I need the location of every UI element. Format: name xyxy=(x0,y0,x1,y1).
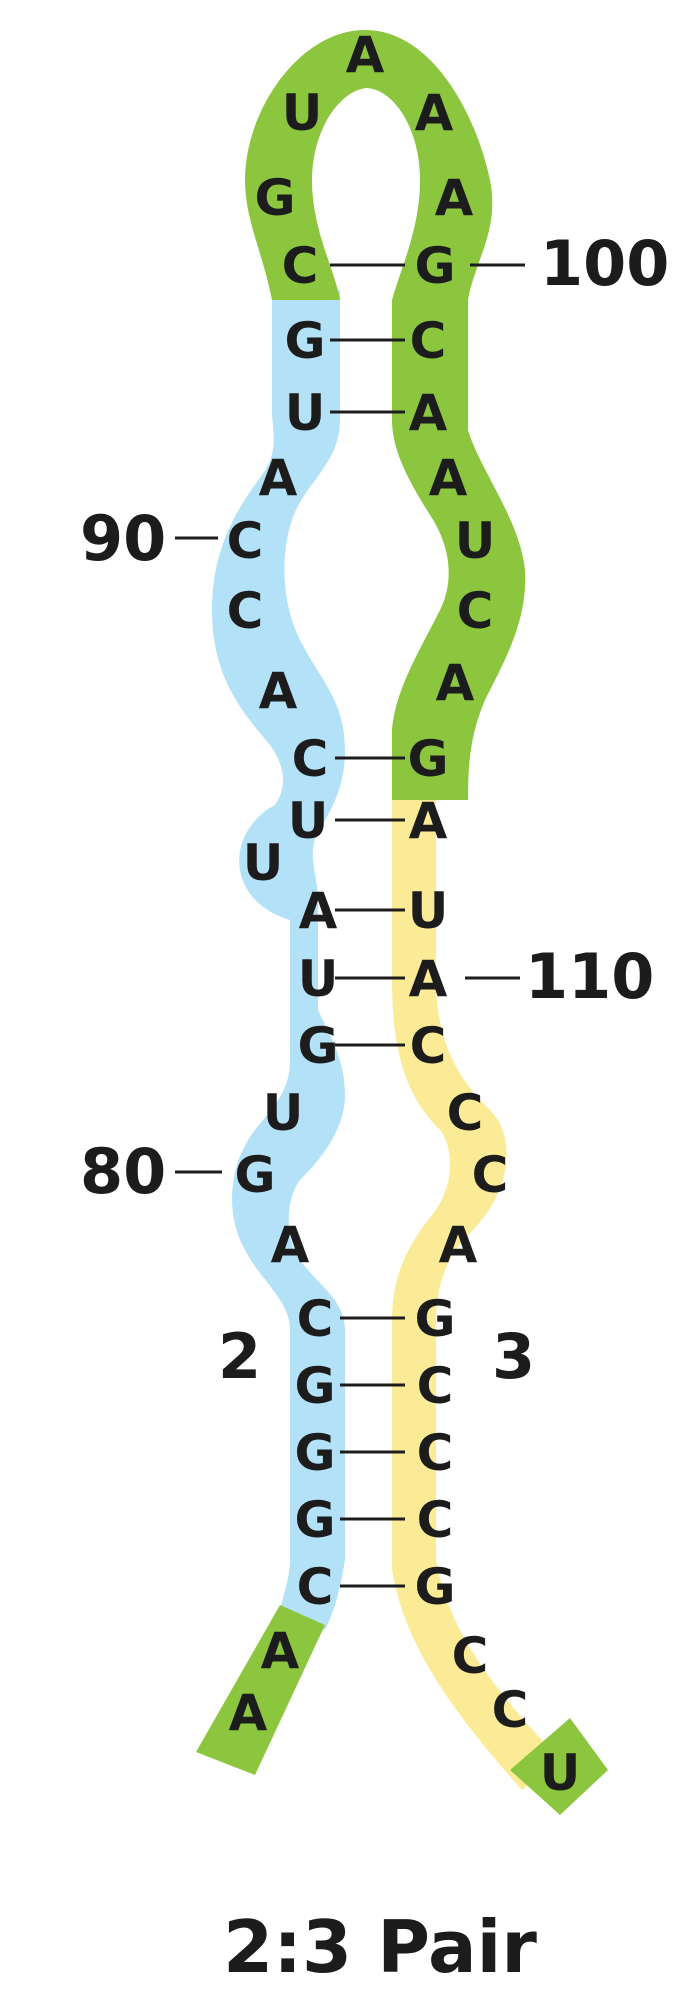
nucleotide: U xyxy=(263,1084,304,1142)
nucleotide: U xyxy=(243,834,284,892)
position-label: 90 xyxy=(80,502,166,575)
region-label-left: 2 xyxy=(218,1320,261,1393)
nucleotide: A xyxy=(271,1216,310,1274)
nucleotide: A xyxy=(439,1216,478,1274)
region-label-right: 3 xyxy=(492,1320,535,1393)
nucleotide: G xyxy=(234,1146,275,1204)
nucleotide: G xyxy=(414,1558,455,1616)
nucleotide: A xyxy=(299,882,338,940)
nucleotide: C xyxy=(227,582,264,640)
nucleotide: C xyxy=(452,1627,489,1685)
nucleotide: C xyxy=(447,1084,484,1142)
nucleotide: A xyxy=(409,792,448,850)
nucleotide: G xyxy=(294,1491,335,1549)
nucleotide: A xyxy=(261,1622,300,1680)
nucleotide: C xyxy=(297,1558,334,1616)
nucleotide: C xyxy=(417,1424,454,1482)
base-pair-bonds xyxy=(330,263,405,1588)
nucleotide: A xyxy=(259,449,298,507)
nucleotide: A xyxy=(409,950,448,1008)
nucleotide: G xyxy=(407,730,448,788)
nucleotide: A xyxy=(436,654,475,712)
position-ticks xyxy=(175,263,525,1174)
region-labels: 2 3 xyxy=(218,1320,535,1393)
nucleotide: G xyxy=(297,1017,338,1075)
band-top-green xyxy=(245,30,526,800)
nucleotide: C xyxy=(227,512,264,570)
nucleotide: C xyxy=(282,237,319,295)
nucleotide: A xyxy=(229,1684,268,1742)
position-label: 100 xyxy=(540,227,669,300)
nucleotide: G xyxy=(414,1290,455,1348)
position-numbers: 100 90 110 80 xyxy=(80,227,669,1208)
nucleotide: G xyxy=(414,237,455,295)
nucleotide: C xyxy=(417,1491,454,1549)
nucleotide: U xyxy=(455,512,496,570)
nucleotide: U xyxy=(285,384,326,442)
position-label: 110 xyxy=(525,940,654,1013)
nucleotide: A xyxy=(409,384,448,442)
position-label: 80 xyxy=(80,1135,166,1208)
nucleotide: C xyxy=(492,1681,529,1739)
nucleotide: A xyxy=(259,662,298,720)
nucleotide: A xyxy=(346,26,385,84)
nucleotide: U xyxy=(282,84,323,142)
nucleotide: G xyxy=(294,1424,335,1482)
nucleotide: C xyxy=(472,1146,509,1204)
band-right-yellow xyxy=(392,800,560,1790)
band-tail-right-green xyxy=(510,1718,608,1815)
nucleotide: C xyxy=(292,730,329,788)
nucleotide: U xyxy=(298,950,339,1008)
nucleotide: U xyxy=(540,1744,581,1802)
nucleotide: A xyxy=(435,169,474,227)
nucleotide: G xyxy=(254,169,295,227)
figure-caption: 2:3 Pair xyxy=(223,1905,537,1989)
nucleotide: U xyxy=(408,882,449,940)
nucleotide: G xyxy=(284,312,325,370)
nucleotides: A U G C A A G G U A C C A C U U A U G U … xyxy=(227,26,581,1802)
nucleotide: C xyxy=(410,1017,447,1075)
band-left-blue xyxy=(212,290,345,1630)
backbone-bands xyxy=(196,30,608,1815)
nucleotide: A xyxy=(415,84,454,142)
nucleotide: C xyxy=(410,312,447,370)
nucleotide: C xyxy=(417,1357,454,1415)
nucleotide: A xyxy=(429,449,468,507)
nucleotide: C xyxy=(457,582,494,640)
band-tail-left-green xyxy=(196,1605,325,1775)
nucleotide: C xyxy=(297,1290,334,1348)
nucleotide: U xyxy=(288,792,329,850)
nucleotide: G xyxy=(294,1357,335,1415)
